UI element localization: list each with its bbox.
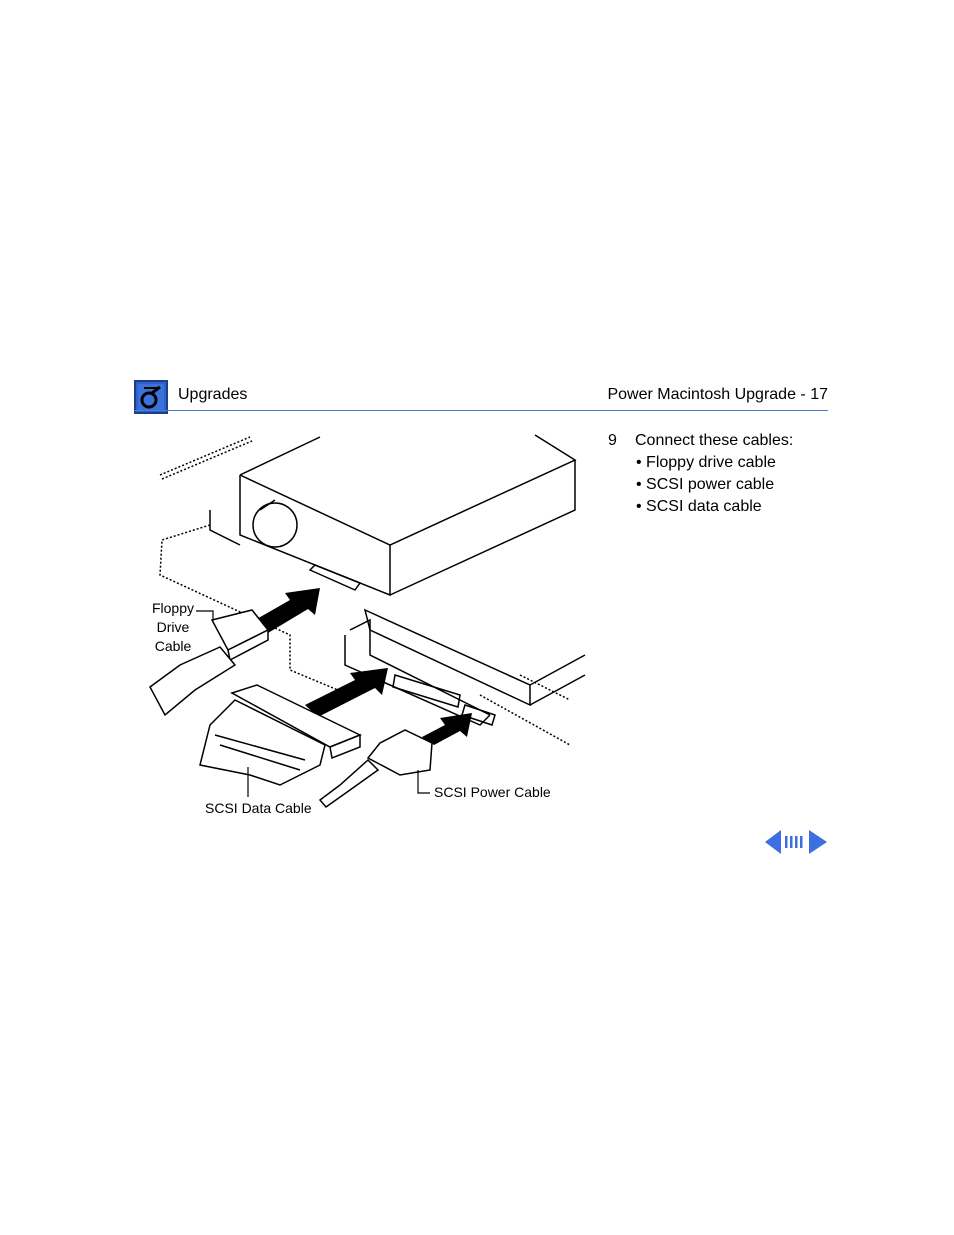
header-rule <box>134 410 828 411</box>
apple-manual-logo-icon <box>134 380 168 414</box>
step-number: 9 <box>608 432 617 449</box>
page-index-icon[interactable] <box>785 836 803 848</box>
page-title: Power Macintosh Upgrade - 17 <box>607 386 828 403</box>
list-item: • Floppy drive cable <box>636 454 776 471</box>
scsi-power-cable-label: SCSI Power Cable <box>434 784 551 800</box>
step-instruction: Connect these cables: <box>635 432 794 449</box>
list-item: • SCSI data cable <box>636 498 762 515</box>
cable-connection-illustration <box>149 434 586 809</box>
scsi-data-cable-label: SCSI Data Cable <box>205 800 312 816</box>
cable-list: • Floppy drive cable • SCSI power cable … <box>636 452 776 518</box>
floppy-drive-cable-label: Floppy Drive Cable <box>151 600 195 654</box>
left-arrow-icon[interactable] <box>765 830 781 854</box>
section-title: Upgrades <box>178 386 248 403</box>
page-navigation <box>765 830 827 854</box>
right-arrow-icon[interactable] <box>809 830 827 854</box>
page-header: Upgrades Power Macintosh Upgrade - 17 <box>134 378 828 414</box>
list-item: • SCSI power cable <box>636 476 775 493</box>
